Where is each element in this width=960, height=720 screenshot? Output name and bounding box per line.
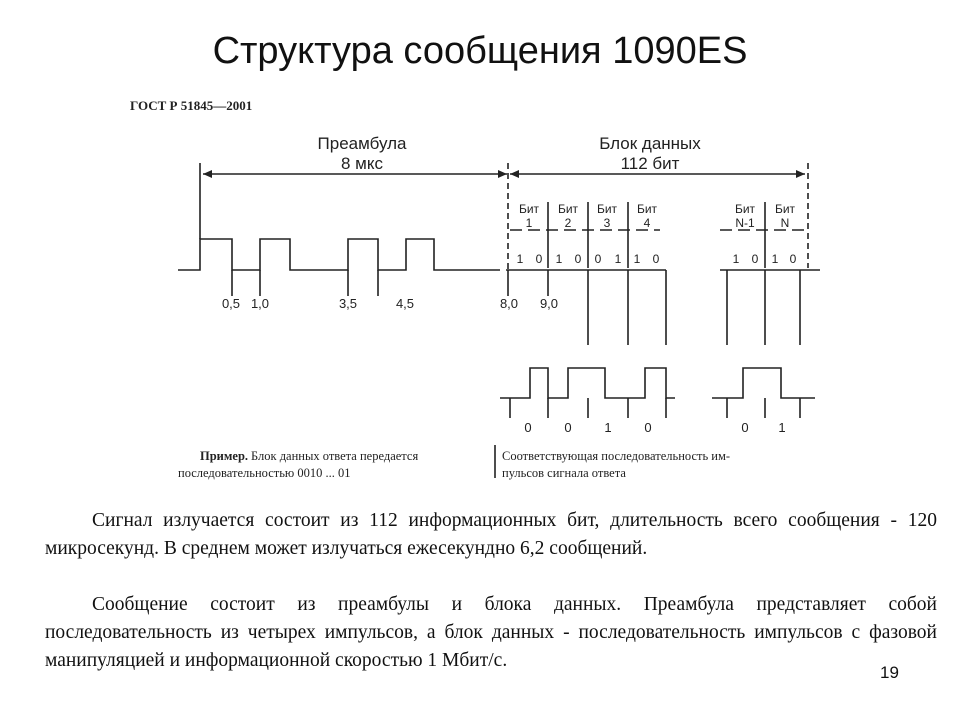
- chip-value: 1: [556, 252, 563, 266]
- bit-header-top: Бит: [597, 202, 618, 216]
- time-mark: 1,0: [251, 296, 269, 311]
- bit-header-top: Бит: [775, 202, 796, 216]
- bit-header-bottom: N-1: [735, 216, 755, 230]
- bit-header-bottom: 4: [644, 216, 651, 230]
- chip-value: 0: [653, 252, 660, 266]
- chip-value: 1: [733, 252, 740, 266]
- bit-header-top: Бит: [558, 202, 579, 216]
- chip-value: 1: [634, 252, 641, 266]
- chip-value: 1: [772, 252, 779, 266]
- bit-header-bottom: 1: [526, 216, 533, 230]
- bit-value: 1: [604, 420, 611, 435]
- chip-value: 0: [790, 252, 797, 266]
- time-mark: 3,5: [339, 296, 357, 311]
- bit-header-top: Бит: [637, 202, 658, 216]
- page-number: 19: [880, 663, 899, 682]
- signal-structure-diagram: ГОСТ Р 51845—2001 Преамбула 8 мкс Блок д…: [130, 98, 820, 480]
- chip-value: 1: [517, 252, 524, 266]
- time-mark: 0,5: [222, 296, 240, 311]
- standard-label: ГОСТ Р 51845—2001: [130, 98, 252, 113]
- corresponding-text: пульсов сигнала ответа: [502, 466, 626, 480]
- preamble-label: Преамбула: [318, 134, 407, 153]
- chip-value: 0: [536, 252, 543, 266]
- bit-header-top: Бит: [735, 202, 756, 216]
- example-label: Пример.: [200, 449, 248, 463]
- example-text: Блок данных ответа передается: [251, 449, 418, 463]
- bit-value: 1: [778, 420, 785, 435]
- chip-value: 0: [595, 252, 602, 266]
- time-mark: 8,0: [500, 296, 518, 311]
- bit-value: 0: [564, 420, 571, 435]
- chip-value: 1: [615, 252, 622, 266]
- preamble-waveform: [178, 238, 500, 271]
- bit-value: 0: [741, 420, 748, 435]
- bit-header-bottom: 2: [565, 216, 572, 230]
- chip-value: 0: [575, 252, 582, 266]
- time-mark: 4,5: [396, 296, 414, 311]
- paragraph-signal: Сигнал излучается состоит из 112 информа…: [45, 510, 937, 559]
- bit-header-top: Бит: [519, 202, 540, 216]
- paragraph-message: Сообщение состоит из преамбулы и блока д…: [45, 594, 937, 671]
- time-mark: 9,0: [540, 296, 558, 311]
- data-block-bits: 112 бит: [621, 154, 680, 173]
- bit-header-bottom: 3: [604, 216, 611, 230]
- data-block-label: Блок данных: [599, 134, 701, 153]
- chip-value: 0: [752, 252, 759, 266]
- bit-value: 0: [644, 420, 651, 435]
- bit-value: 0: [524, 420, 531, 435]
- preamble-duration: 8 мкс: [341, 154, 383, 173]
- corresponding-text: Соответствующая последовательность им-: [502, 449, 730, 463]
- lower-waveform: [500, 367, 815, 399]
- example-text: последовательностью 0010 ... 01: [178, 466, 351, 480]
- bit-header-bottom: N: [781, 216, 790, 230]
- slide-title: Структура сообщения 1090ES: [212, 30, 748, 72]
